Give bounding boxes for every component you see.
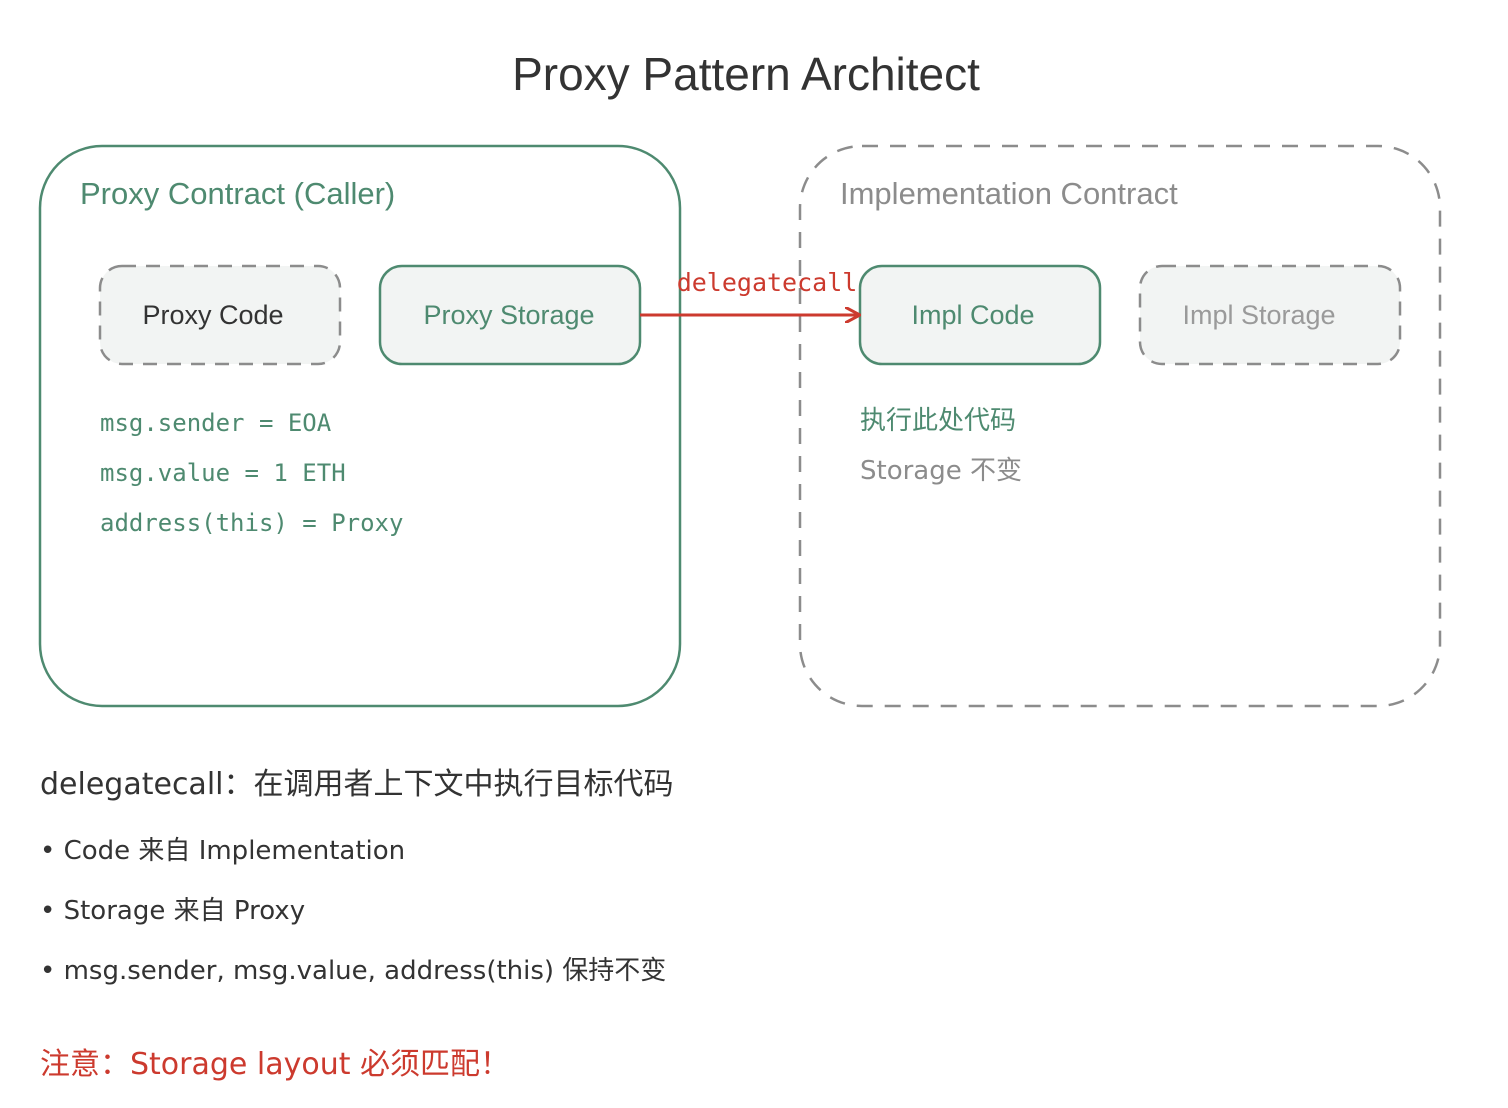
implementation-contract-container xyxy=(798,144,1442,708)
context-line-msg-sender: msg.sender = EOA xyxy=(100,409,332,437)
impl-execute-note: 执行此处代码 xyxy=(860,406,1016,436)
impl-storage-label: Impl Storage xyxy=(1182,300,1335,330)
context-line-address-this: address(this) = Proxy xyxy=(100,509,403,537)
explanation-bullet-code: • Code 来自 Implementation xyxy=(40,836,405,866)
impl-storage-node xyxy=(1138,264,1402,366)
impl-storage-note: Storage 不变 xyxy=(860,456,1022,486)
storage-layout-warning: 注意：Storage layout 必须匹配！ xyxy=(40,1047,510,1082)
proxy-code-node xyxy=(98,264,342,366)
context-line-msg-value: msg.value = 1 ETH xyxy=(100,459,346,487)
explanation-heading: delegatecall：在调用者上下文中执行目标代码 xyxy=(40,767,674,802)
impl-code-label: Impl Code xyxy=(911,300,1034,330)
proxy-storage-label: Proxy Storage xyxy=(423,300,594,330)
proxy-contract-label: Proxy Contract (Caller) xyxy=(80,176,395,211)
explanation-bullet-context: • msg.sender, msg.value, address(this) 保… xyxy=(40,956,666,986)
proxy-contract-container xyxy=(38,144,682,708)
proxy-code-label: Proxy Code xyxy=(142,300,283,330)
explanation-bullet-storage: • Storage 来自 Proxy xyxy=(40,896,305,926)
implementation-contract-label: Implementation Contract xyxy=(840,176,1178,211)
delegatecall-edge-label: delegatecall xyxy=(677,268,858,297)
page-title: Proxy Pattern Architect xyxy=(512,48,980,100)
